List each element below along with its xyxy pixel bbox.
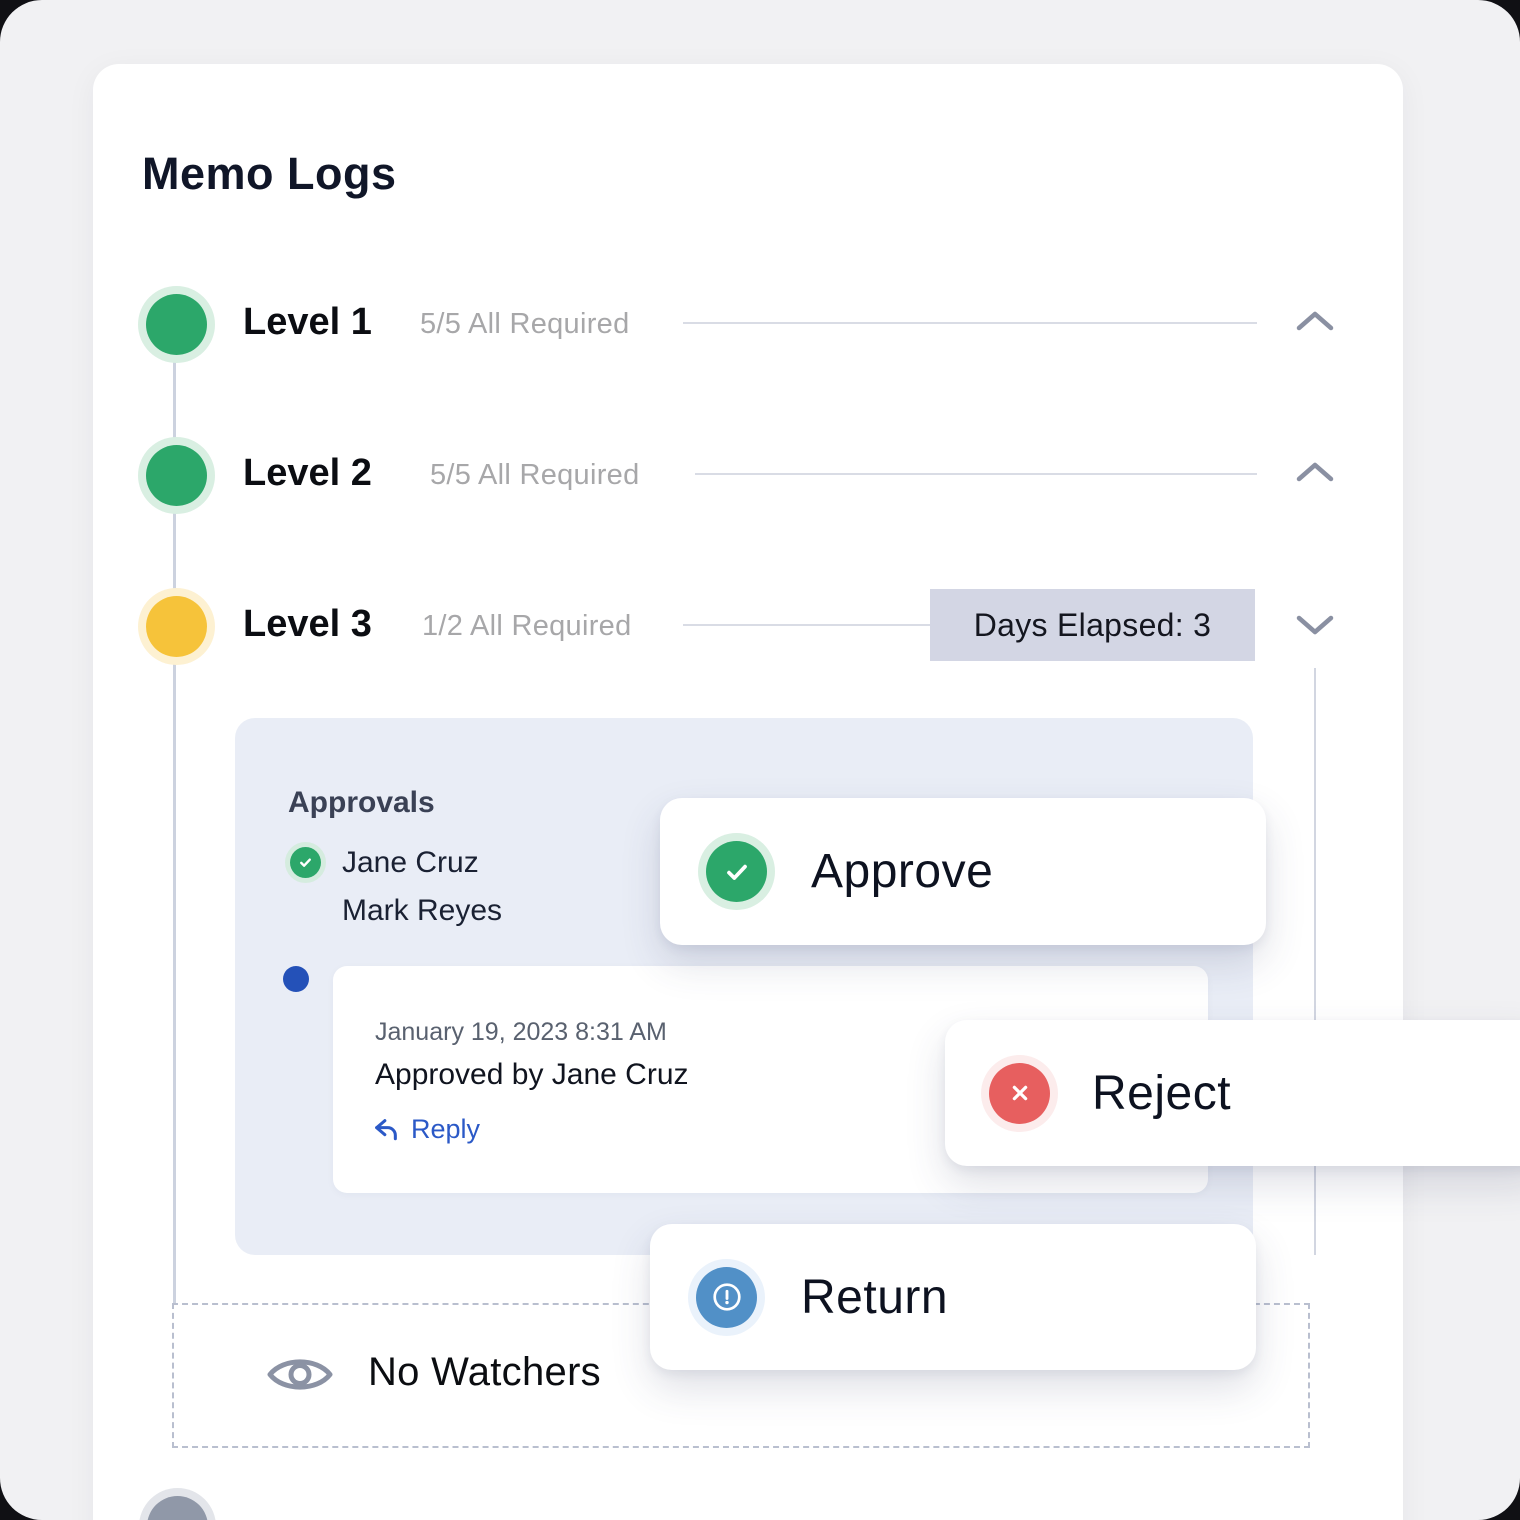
level1-label: Level 1 <box>243 301 372 343</box>
reply-link[interactable]: Reply <box>372 1114 480 1145</box>
days-elapsed-badge: Days Elapsed: 3 <box>930 589 1255 661</box>
level2-collapse-chevron-up-icon[interactable] <box>1294 459 1336 490</box>
watchers-eye-icon <box>266 1350 334 1404</box>
reject-x-icon <box>989 1062 1050 1124</box>
level3-expand-chevron-down-icon[interactable] <box>1294 612 1336 643</box>
log-entry-timestamp: January 19, 2023 8:31 AM <box>375 1018 667 1046</box>
level3-meta: 1/2 All Required <box>422 610 632 642</box>
reply-label: Reply <box>411 1114 481 1144</box>
level3-label: Level 3 <box>243 603 372 645</box>
watchers-label: No Watchers <box>368 1350 601 1394</box>
level2-status-dot <box>146 445 207 506</box>
timeline-connector-line <box>173 324 176 1305</box>
log-entry-bullet <box>283 966 309 992</box>
page-title: Memo Logs <box>142 148 397 199</box>
reject-button[interactable]: Reject <box>945 1020 1520 1166</box>
level1-meta: 5/5 All Required <box>420 308 630 340</box>
approver-name: Mark Reyes <box>342 894 503 927</box>
level3-status-dot <box>146 596 207 657</box>
level2-label: Level 2 <box>243 452 372 494</box>
approver-name: Jane Cruz <box>342 846 479 879</box>
approve-button[interactable]: Approve <box>660 798 1266 945</box>
log-entry-text: Approved by Jane Cruz <box>375 1058 689 1091</box>
reply-arrow-icon <box>372 1116 400 1144</box>
reject-button-label: Reject <box>1092 1066 1232 1120</box>
approver-approved-check-icon <box>290 847 321 878</box>
level3-divider <box>683 624 930 626</box>
level1-status-dot <box>146 294 207 355</box>
approve-check-icon <box>706 841 767 902</box>
return-button[interactable]: Return <box>650 1224 1256 1370</box>
level1-collapse-chevron-up-icon[interactable] <box>1294 308 1336 339</box>
level2-divider <box>695 473 1257 475</box>
approvals-heading: Approvals <box>288 786 435 819</box>
level1-divider <box>683 322 1257 324</box>
approve-button-label: Approve <box>811 845 994 898</box>
return-button-label: Return <box>801 1270 949 1324</box>
level2-meta: 5/5 All Required <box>430 459 640 491</box>
return-alert-icon <box>696 1266 757 1328</box>
level3-right-connector-line <box>1314 668 1316 1255</box>
